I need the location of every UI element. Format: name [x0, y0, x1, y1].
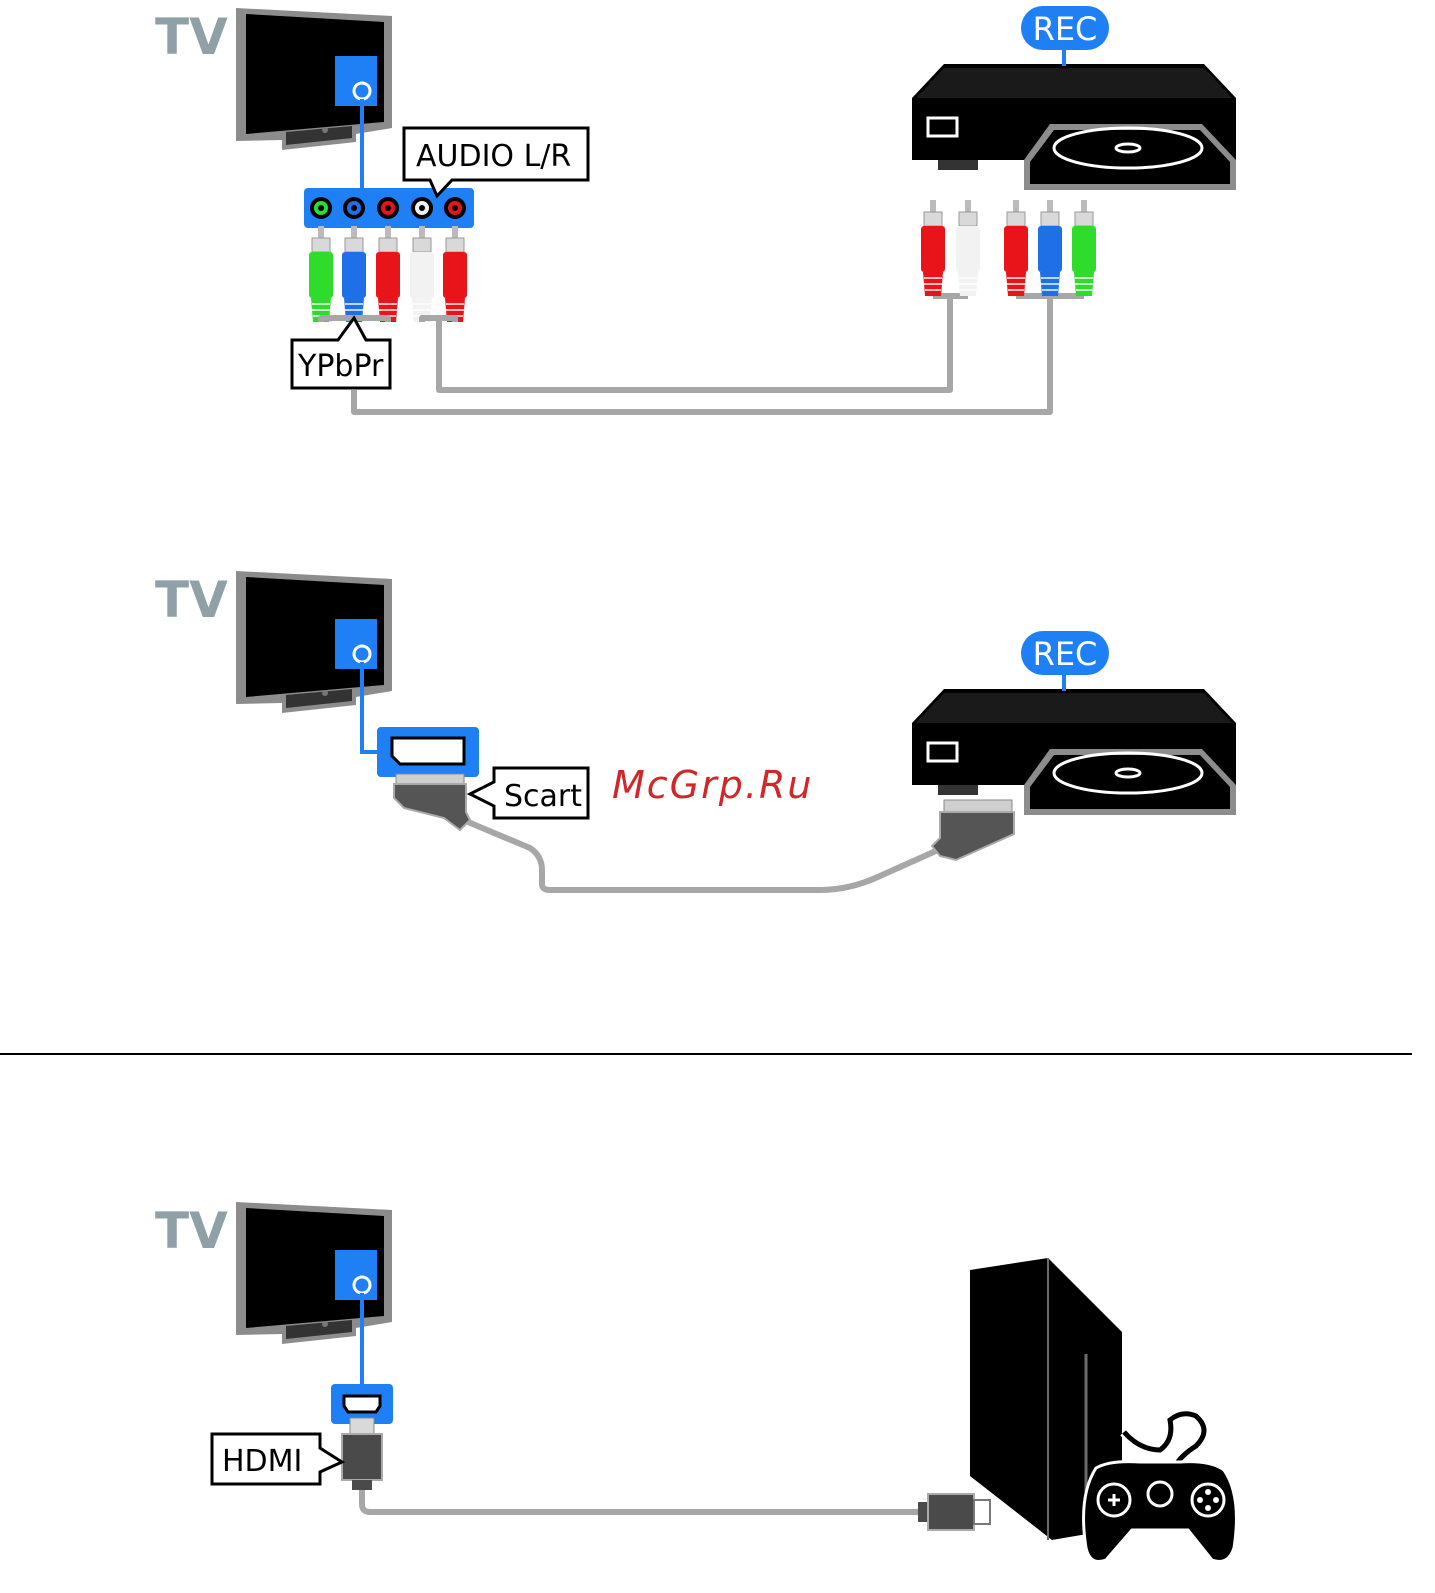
tv-label: TV: [155, 8, 228, 66]
tv-label: TV: [155, 1202, 228, 1260]
recorder-icon: [912, 675, 1236, 815]
tv-icon: [236, 1202, 392, 1344]
component-cables: [321, 296, 1084, 412]
plug-red-audio-icon: [443, 226, 467, 322]
socket-green-icon: [310, 197, 332, 219]
socket-white-icon: [411, 197, 433, 219]
audio-lr-callout: AUDIO L/R: [404, 128, 588, 196]
audio-lr-label: AUDIO L/R: [416, 139, 571, 174]
hdmi-plug-tv-icon: [342, 1418, 382, 1490]
rec-plug-blue-icon: [1038, 200, 1062, 296]
hdmi-label: HDMI: [222, 1444, 302, 1479]
hdmi-callout: HDMI: [212, 1434, 342, 1484]
hdmi-plug-console-icon: [918, 1494, 990, 1530]
scart-label: Scart: [504, 779, 582, 814]
socket-blue-icon: [343, 197, 365, 219]
plug-blue-icon: [342, 226, 366, 322]
section-hdmi: TV HDMI: [155, 1202, 1236, 1562]
tv-label: TV: [155, 571, 228, 629]
socket-red-icon: [377, 197, 399, 219]
ypbpr-label: YPbPr: [297, 349, 384, 384]
scart-cable: [468, 822, 938, 890]
recorder-icon: [912, 50, 1236, 190]
tv-icon: [236, 8, 392, 150]
plug-red-icon: [376, 226, 400, 322]
rec-plug-red-icon: [1004, 200, 1028, 296]
hdmi-cable: [362, 1490, 922, 1512]
ypbpr-callout: YPbPr: [292, 318, 390, 388]
scart-plug-rec-icon: [932, 800, 1014, 860]
rec-plug-white-icon: [956, 200, 980, 296]
tv-icon: [236, 571, 392, 713]
rec-badge-label: REC: [1033, 10, 1098, 48]
rec-badge-label: REC: [1033, 635, 1098, 673]
scart-plug-tv-icon: [394, 774, 470, 830]
rec-plug-red-audio-icon: [921, 200, 945, 296]
section-ypbpr: TV: [155, 6, 1236, 412]
plug-white-icon: [410, 226, 434, 322]
scart-callout: Scart: [470, 768, 588, 818]
section-scart: TV Scart McGrp.Ru REC: [155, 571, 1236, 890]
rec-plug-green-icon: [1072, 200, 1096, 296]
socket-red-audio-icon: [444, 197, 466, 219]
plug-green-icon: [309, 226, 333, 322]
watermark-text: McGrp.Ru: [612, 763, 813, 807]
